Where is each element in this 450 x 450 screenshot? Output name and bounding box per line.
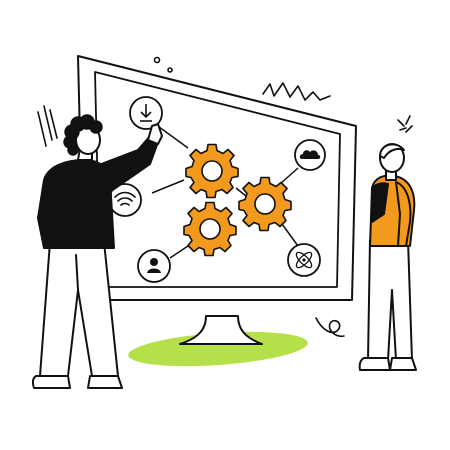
wifi-icon <box>108 183 142 217</box>
connection-lines <box>151 123 299 259</box>
user-icon <box>137 249 171 283</box>
cloud-icon <box>294 139 326 171</box>
gear-right <box>238 176 292 232</box>
download-icon <box>129 96 163 130</box>
gear-top <box>185 143 239 199</box>
frustration-mark <box>397 115 413 133</box>
monitor-stand <box>179 315 263 345</box>
ground-blob <box>128 331 308 367</box>
woman-right <box>358 143 417 371</box>
motion-lines <box>37 105 58 147</box>
decor-dots <box>153 56 173 73</box>
man-left <box>31 114 163 389</box>
gear-bottom <box>183 201 237 257</box>
atom-icon <box>287 243 321 277</box>
squiggle-decoration <box>315 317 345 338</box>
zigzag-decoration <box>262 82 331 101</box>
